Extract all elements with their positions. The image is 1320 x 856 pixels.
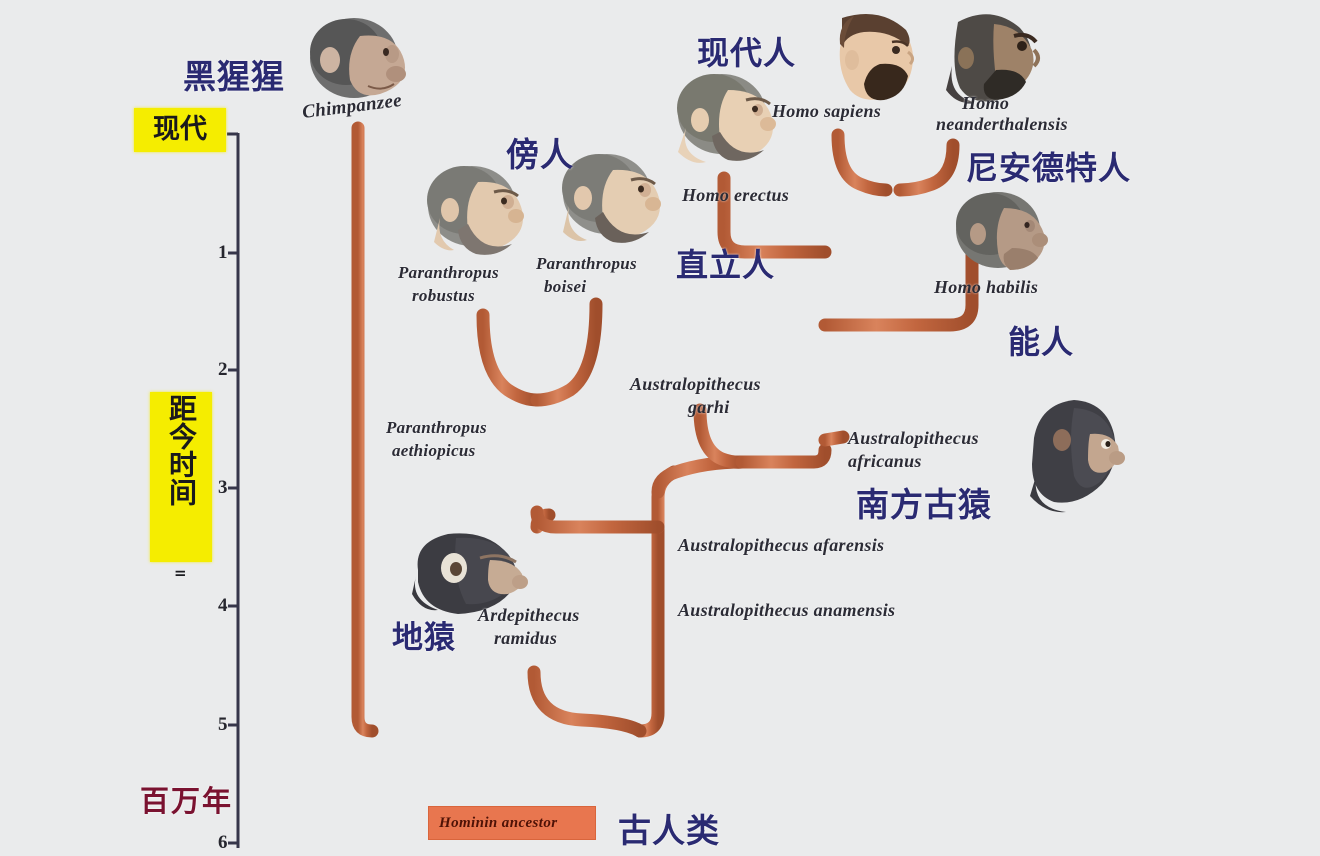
label-p-aethiopicus-latin-line2: aethiopicus	[392, 441, 476, 460]
label-p-aethiopicus-latin-line1: Paranthropus	[386, 418, 487, 437]
homo-habilis-head	[956, 192, 1048, 270]
label-australopithecus-cn: 南方古猿	[856, 485, 992, 524]
paranthropus-robustus-head	[427, 166, 524, 255]
label-h-erectus-latin: Homo erectus	[682, 185, 790, 205]
homo-sapiens-head	[839, 14, 915, 101]
label-a-ramidus-latin-line2: ramidus	[494, 628, 558, 648]
homo-neanderthalensis-head	[946, 14, 1040, 103]
label-p-boisei-latin-line2: boisei	[544, 277, 587, 296]
label-h-neanderthalensis-latin-line2: neanderthalensis	[936, 114, 1068, 134]
label-a-ramidus-latin-line1: Ardepithecus	[478, 605, 580, 625]
label-neanderthal-cn: 尼安德特人	[966, 149, 1132, 187]
label-modern-human-cn: 现代人	[697, 34, 797, 72]
axis-tick-3: 3	[218, 477, 228, 498]
axis-label-unit: 百万年	[140, 784, 234, 818]
chimpanzee-head	[310, 18, 406, 98]
paranthropus-boisei-head	[562, 154, 661, 243]
label-a-africanus-latin-line1: Australopithecus	[848, 428, 979, 448]
axis-label-equals: =	[174, 564, 187, 582]
australopithecus-head	[1030, 400, 1125, 513]
axis-tick-5: 5	[218, 714, 228, 735]
label-h-habilis-latin: Homo habilis	[934, 277, 1039, 297]
label-p-boisei-latin-line1: Paranthropus	[536, 254, 637, 273]
label-h-neanderthalensis-latin-line1: Homo	[962, 93, 1010, 113]
label-chimpanzee-cn: 黑猩猩	[183, 57, 285, 96]
hominin-ancestor-label: Hominin ancestor	[439, 814, 558, 831]
label-a-afarensis-latin: Australopithecus afarensis	[678, 535, 885, 555]
axis-label-present: 现代	[134, 108, 226, 152]
axis-tick-4: 4	[218, 595, 228, 616]
axis-tick-1: 1	[218, 242, 228, 263]
label-a-garhi-latin-line1: Australopithecus	[630, 374, 761, 394]
label-a-garhi-latin-line2: garhi	[688, 397, 730, 417]
label-habilis-cn: 能人	[1008, 323, 1075, 361]
hominin-ancestor-box: Hominin ancestor	[428, 806, 596, 840]
axis-tick-6: 6	[218, 832, 228, 853]
ardipithecus-head	[412, 533, 528, 614]
axis-label-time-since: 距今时间	[150, 392, 212, 562]
label-p-robustus-latin-line1: Paranthropus	[398, 263, 499, 282]
axis-tick-2: 2	[218, 359, 228, 380]
label-hominin-ancestor-cn: 古人类	[618, 811, 720, 850]
label-h-sapiens-latin: Homo sapiens	[772, 101, 882, 121]
label-a-africanus-latin-line2: africanus	[848, 451, 922, 471]
label-ardipithecus-cn: 地猿	[392, 620, 456, 656]
homo-erectus-head	[677, 74, 776, 163]
label-erectus-cn: 直立人	[676, 246, 776, 284]
label-paranthropus-cn: 傍人	[506, 135, 574, 174]
label-p-robustus-latin-line2: robustus	[412, 286, 475, 305]
label-a-anamensis-latin: Australopithecus anamensis	[678, 600, 896, 620]
